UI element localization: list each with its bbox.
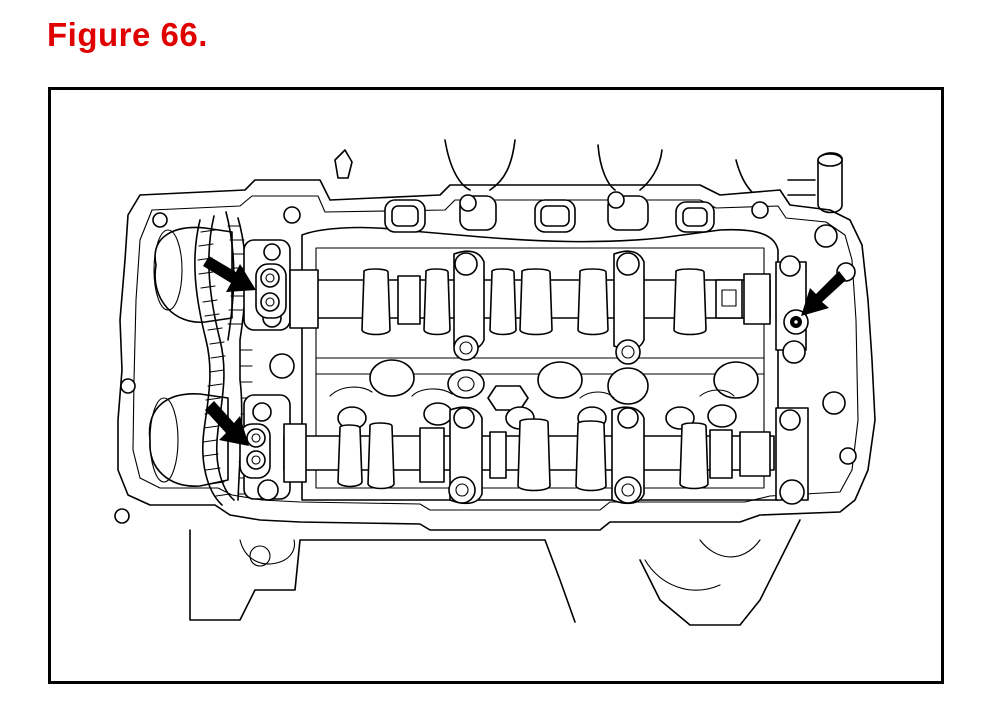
- highlighted-bolts: [239, 263, 809, 479]
- timing-chain-assembly: [148, 211, 295, 506]
- intake-camshaft: [258, 250, 807, 365]
- exhaust-camshaft: [283, 406, 809, 505]
- head-bolt-bosses: [114, 191, 857, 524]
- camshaft-housing: [301, 226, 779, 501]
- cylinder-head-outline: [117, 179, 876, 626]
- callout-arrow-lower-left: [205, 401, 249, 446]
- figure-title: Figure 66.: [47, 16, 208, 53]
- callout-arrow-upper-left: [203, 256, 256, 292]
- top-intake-features: [334, 139, 843, 214]
- callout-arrow-right: [801, 271, 846, 316]
- middle-valve-area: [329, 359, 759, 430]
